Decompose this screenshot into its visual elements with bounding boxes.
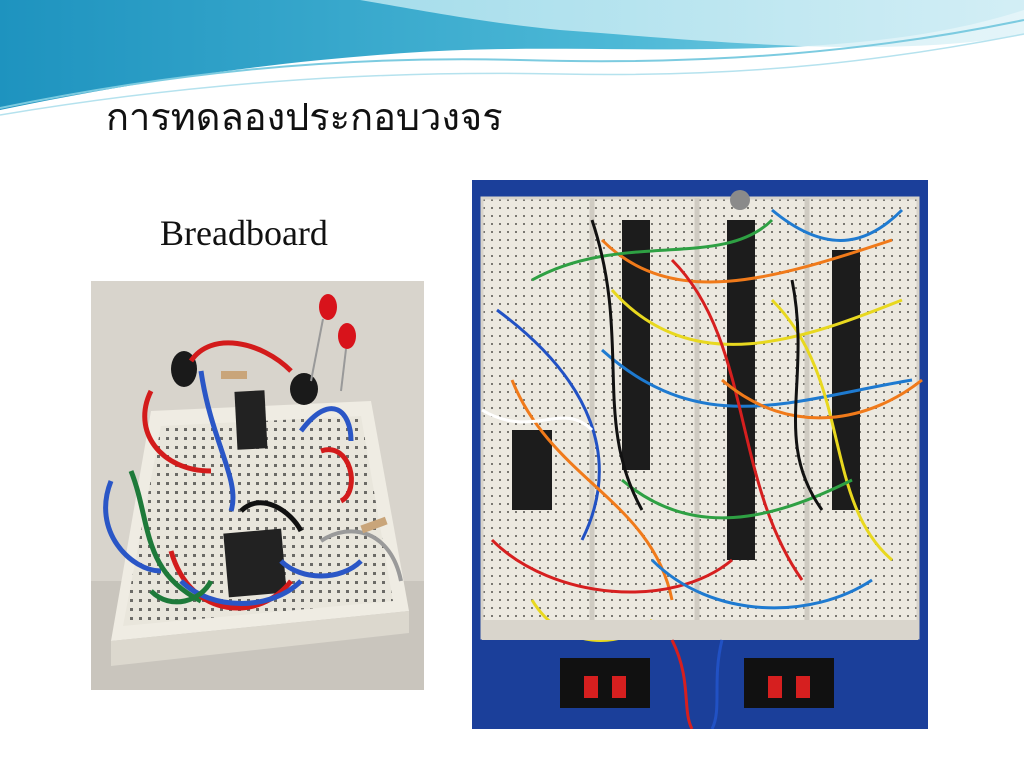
header-wave-decoration <box>0 0 1024 116</box>
slide-title: การทดลองประกอบวงจร <box>106 95 503 139</box>
breadboard-photo-small <box>91 281 424 690</box>
slide-subtitle: Breadboard <box>160 213 328 253</box>
breadboard-photo-large <box>472 180 928 729</box>
